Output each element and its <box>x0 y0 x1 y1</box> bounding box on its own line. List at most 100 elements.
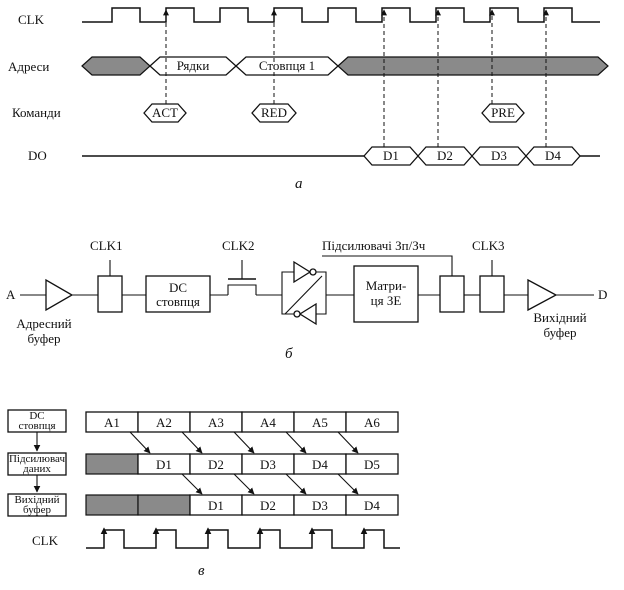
amp-label-leader <box>322 255 453 276</box>
amp-label: Підсилювачі Зп/Зч <box>322 238 426 253</box>
cmd-act-text: ACT <box>152 105 178 120</box>
matrix-label-2: ця ЗЕ <box>371 293 402 308</box>
diag-2-2 <box>233 473 255 495</box>
stage-dc-label-2: стовпця <box>18 420 55 432</box>
clk-label: CLK <box>18 12 45 27</box>
diag-1-2 <box>181 431 203 454</box>
row3-text-3: D3 <box>312 498 328 513</box>
clk3-label: CLK3 <box>472 238 505 253</box>
row3-text-2: D2 <box>260 498 276 513</box>
latch-inv-bottom <box>298 302 317 326</box>
row2-text-2: D2 <box>208 457 224 472</box>
diag-2-1 <box>181 473 203 495</box>
latch-cross <box>284 275 323 315</box>
caption-c: в <box>198 563 205 579</box>
cmd-act-cell <box>143 103 187 123</box>
addr-buffer-label-1: Адресний <box>16 316 71 331</box>
matrix-label-1: Матри- <box>366 278 407 293</box>
clk1-label: CLK1 <box>90 238 123 253</box>
cell-matrix-box <box>353 265 419 323</box>
clk-waveform <box>82 7 600 23</box>
row2-cell-5 <box>345 453 399 475</box>
row2-text-4: D4 <box>312 457 328 472</box>
row2-text-5: D5 <box>364 457 380 472</box>
stage-out-box <box>7 493 67 517</box>
stage-dc-label-1: DC <box>29 410 44 422</box>
diag-2-4 <box>337 473 359 495</box>
row1-text-5: A5 <box>312 415 328 430</box>
row3-cell-4 <box>345 494 399 516</box>
pipeline-row-3: D1 D2 D3 D4 <box>85 494 399 516</box>
caption-b: б <box>285 346 293 362</box>
block-diagram: A Адресний буфер CLK1 DC стовпця CLK2 Ма… <box>6 238 607 362</box>
addr-invalid-start <box>81 56 151 76</box>
row3-empty-cell-2 <box>137 494 191 516</box>
row2-text-3: D3 <box>260 457 276 472</box>
latch-inv-bottom-bubble <box>293 310 301 318</box>
diag-1-3 <box>233 431 255 454</box>
reg-clk1 <box>97 275 123 313</box>
row1-text-2: A2 <box>156 415 172 430</box>
caption-a: а <box>295 176 303 192</box>
addr-row-text: Рядки <box>177 58 210 73</box>
out-buffer-triangle <box>527 278 558 312</box>
dc-column-box <box>145 275 211 313</box>
row3-text-4: D4 <box>364 498 380 513</box>
pipeline-arrows-2 <box>181 473 359 495</box>
pipeline-diagram: DC стовпця Підсилювач даних Вихідний буф… <box>7 409 400 579</box>
reg-clk3 <box>479 275 505 313</box>
timing-diagram: CLK Адреси Рядки Стовпця 1 Команди ACT R… <box>8 7 609 192</box>
diag-2-3 <box>285 473 307 495</box>
do-d2-text: D2 <box>437 148 453 163</box>
addr-col-text: Стовпця 1 <box>259 58 315 73</box>
pipeline-row-1: A1 A2 A3 A4 A5 A6 <box>85 411 399 433</box>
cmd-label: Команди <box>12 105 61 120</box>
row1-cell-6 <box>345 411 399 433</box>
tgate-channel <box>227 284 257 295</box>
row1-text-3: A3 <box>208 415 224 430</box>
clk2-label: CLK2 <box>222 238 255 253</box>
latch-inv-top <box>293 260 312 284</box>
diag-1-4 <box>285 431 307 454</box>
do-d4-text: D4 <box>545 148 561 163</box>
row2-text-1: D1 <box>156 457 172 472</box>
diag-1-5 <box>337 431 359 454</box>
row3-empty-cell-1 <box>85 494 139 516</box>
cmd-pre-text: PRE <box>491 105 515 120</box>
latch-right <box>316 271 327 315</box>
diag-1-1 <box>129 431 151 454</box>
out-buffer-label-1: Вихідний <box>533 310 586 325</box>
stage-amp-label-2: даних <box>23 463 51 475</box>
do-label: DO <box>28 148 47 163</box>
pipeline-clk-edge-arrows <box>100 527 368 540</box>
dc-label-1: DC <box>169 280 187 295</box>
latch-left-bottom <box>281 295 294 315</box>
do-d1-text: D1 <box>383 148 399 163</box>
pipeline-clk-label: CLK <box>32 533 59 548</box>
row1-text-4: A4 <box>260 415 276 430</box>
dc-label-2: стовпця <box>156 294 200 309</box>
pipeline-clk-waveform <box>86 529 400 549</box>
stage-out-label-2: буфер <box>23 504 51 516</box>
addr-buffer-label-2: буфер <box>28 331 61 346</box>
cmd-red-cell <box>251 103 297 123</box>
row1-text-1: A1 <box>104 415 120 430</box>
latch-inv-top-bubble <box>309 268 317 276</box>
row3-text-1: D1 <box>208 498 224 513</box>
do-d3-text: D3 <box>491 148 507 163</box>
out-buffer-label-2: буфер <box>544 325 577 340</box>
latch-left-top <box>281 271 294 295</box>
row2-empty-cell <box>85 453 139 475</box>
cmd-red-text: RED <box>261 105 287 120</box>
addr-buffer-triangle <box>45 278 74 312</box>
addr-invalid-end <box>337 56 609 76</box>
addr-label: Адреси <box>8 59 49 74</box>
pipeline-row-2: D1 D2 D3 D4 D5 <box>85 453 399 475</box>
stage-amp-label-1: Підсилювач <box>9 453 66 465</box>
cmd-pre-cell <box>481 103 525 123</box>
input-a-label: A <box>6 287 16 302</box>
sense-amp-box <box>439 275 465 313</box>
pipeline-arrows-1 <box>129 431 359 454</box>
row1-text-6: A6 <box>364 415 380 430</box>
